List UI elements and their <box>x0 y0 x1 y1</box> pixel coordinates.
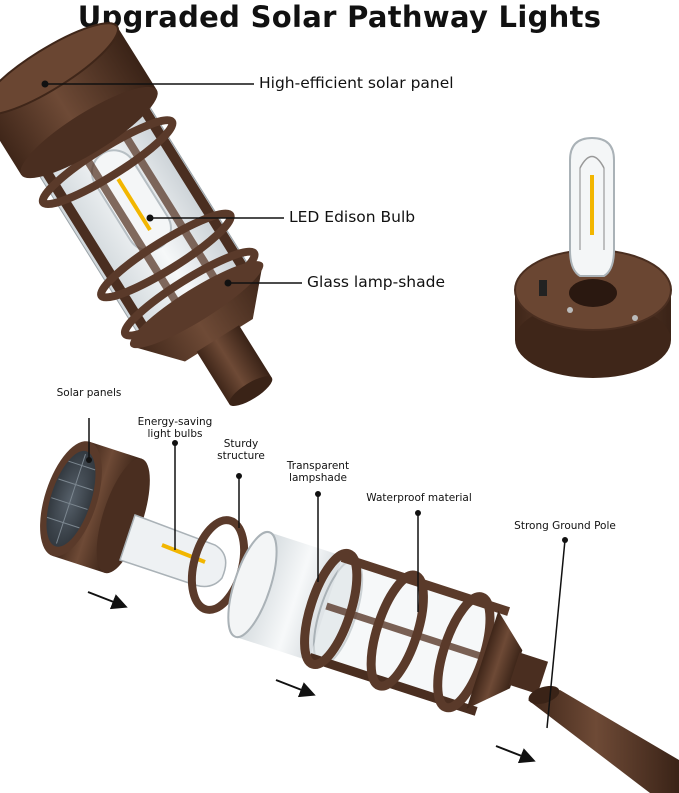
assembled-lamp <box>0 22 273 407</box>
cage-bar <box>325 602 494 664</box>
arrow-icon <box>275 679 316 698</box>
cage-connector <box>509 652 549 695</box>
bulb-socket <box>569 279 617 307</box>
callout-structure: Sturdy structure <box>214 438 268 462</box>
callout-solar-panel: High-efficient solar panel <box>259 74 454 92</box>
pole-end <box>528 685 560 705</box>
cage-ring <box>300 548 362 669</box>
callout-dot <box>224 279 232 287</box>
callout-line-pole <box>546 539 566 729</box>
callout-dot <box>236 473 242 479</box>
callout-dot <box>415 510 421 516</box>
bottom-callout-dots <box>86 440 568 543</box>
ground-pole <box>528 690 679 793</box>
arrow-icon <box>495 745 536 764</box>
callout-line-text: light bulbs <box>147 428 203 440</box>
callout-material: Waterproof material <box>360 492 478 504</box>
callout-dot <box>315 491 321 497</box>
callout-dot <box>562 537 568 543</box>
connector-end <box>229 376 273 407</box>
callout-led-bulb: LED Edison Bulb <box>289 208 416 226</box>
page-title: Upgraded Solar Pathway Lights <box>77 0 602 34</box>
cap-back <box>96 458 150 574</box>
top-callout-dots <box>41 80 232 287</box>
cage-cone <box>466 610 523 709</box>
callout-line-text: Sturdy <box>223 438 259 450</box>
top-cap-bottom <box>20 86 158 179</box>
top-cap-face <box>0 22 119 116</box>
callout-line-text: Strong Ground Pole <box>514 520 616 532</box>
callout-lampshade: Transparent lampshade <box>280 460 356 484</box>
cage-ring <box>366 570 428 691</box>
screw <box>632 315 638 321</box>
callout-dot <box>172 440 178 446</box>
screw <box>567 307 573 313</box>
callout-pole: Strong Ground Pole <box>504 520 626 532</box>
callout-line-text: Solar panels <box>56 387 122 399</box>
callout-dot <box>146 214 154 222</box>
exploded-view <box>40 441 679 793</box>
cage-ring <box>38 116 177 209</box>
callout-dot <box>41 80 49 88</box>
callout-bulbs: Energy-saving light bulbs <box>130 416 220 440</box>
arrow-icon <box>87 591 128 610</box>
callout-dot <box>86 457 92 463</box>
tube-end <box>227 530 278 639</box>
bulb-wire <box>579 155 605 169</box>
bulb-filament <box>116 178 152 232</box>
bottom-callout-lines <box>88 418 566 729</box>
callout-line-text: Energy-saving <box>137 416 213 428</box>
callout-line-text: lampshade <box>289 472 347 484</box>
callout-line-text: Waterproof material <box>366 492 472 504</box>
exploded-cage <box>300 548 549 716</box>
top-cap <box>0 26 157 175</box>
callout-line-text: structure <box>217 450 265 462</box>
callout-glass-shade: Glass lamp-shade <box>307 273 446 291</box>
switch <box>539 280 547 296</box>
bulb-on-base <box>514 136 672 378</box>
cage-ring <box>97 209 235 302</box>
exploded-solar-cap <box>40 441 150 574</box>
callout-solar-panels: Solar panels <box>54 387 124 399</box>
panel-grid <box>46 453 96 544</box>
direction-arrows <box>87 591 536 764</box>
top-callout-lines <box>45 83 302 284</box>
callout-line-text: Transparent <box>286 460 350 472</box>
